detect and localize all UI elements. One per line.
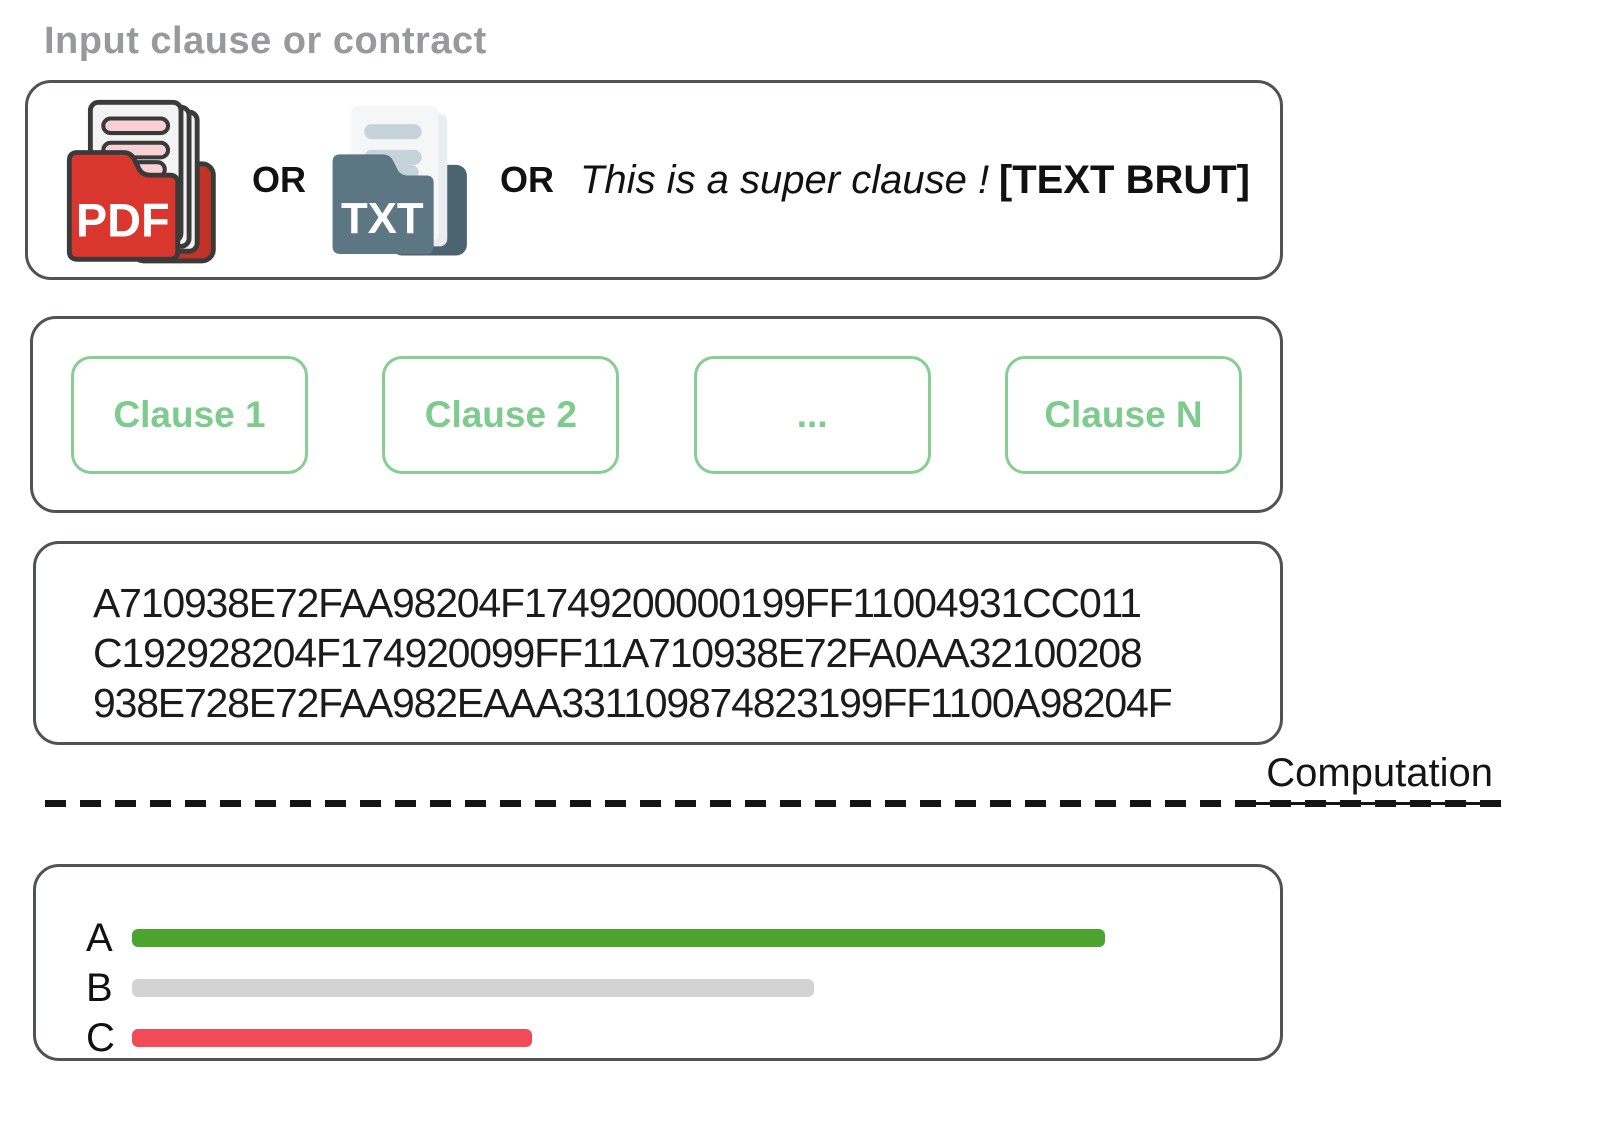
pdf-file-icon: PDF xyxy=(66,99,216,264)
result-row-c: C xyxy=(36,1013,1280,1063)
txt-file-icon: TXT xyxy=(332,106,467,256)
result-bar-track-c xyxy=(132,1029,1244,1047)
result-bar-a xyxy=(132,929,1105,947)
txt-icon-label: TXT xyxy=(341,194,424,243)
raw-text-tag: [TEXT BRUT] xyxy=(998,157,1250,202)
result-bar-track-b xyxy=(132,979,1244,997)
result-bar-c xyxy=(132,1029,533,1047)
clause-chip-n: Clause N xyxy=(1004,355,1242,474)
hex-line-2: C192928204F174920099FF11A710938E72FA0AA3… xyxy=(93,630,1143,676)
input-panel: PDF OR TXT OR This is a super clause ! [… xyxy=(25,80,1283,280)
page-title: Input clause or contract xyxy=(44,20,487,62)
result-row-b: B xyxy=(36,963,1280,1013)
or-separator-2: OR xyxy=(500,159,554,200)
clause-chip-ellipsis: ... xyxy=(693,355,931,474)
hex-line-3: 938E728E72FAA982EAAA331109874823199FF110… xyxy=(93,680,1173,726)
computation-divider-line xyxy=(45,800,1503,807)
clauses-panel: Clause 1 Clause 2 ... Clause N xyxy=(30,316,1283,513)
clause-chip-2-label: Clause 2 xyxy=(424,393,577,435)
result-row-c-label: C xyxy=(86,1015,115,1060)
result-row-b-label: B xyxy=(86,965,113,1010)
result-bar-track-a xyxy=(132,929,1244,947)
clause-chip-1: Clause 1 xyxy=(71,355,308,474)
encoding-panel: A710938E72FAA98204F1749200000199FF110049… xyxy=(33,541,1283,745)
hex-line-1: A710938E72FAA98204F1749200000199FF110049… xyxy=(93,580,1142,626)
clause-chip-1-label: Clause 1 xyxy=(113,393,266,435)
free-text-example: This is a super clause ! xyxy=(580,157,990,202)
computation-label: Computation xyxy=(1250,751,1497,805)
clause-chip-ellipsis-label: ... xyxy=(796,393,828,435)
or-separator-1: OR xyxy=(252,159,306,200)
clause-chip-n-label: Clause N xyxy=(1044,393,1203,435)
pdf-icon-label: PDF xyxy=(76,195,170,247)
results-panel: A B C xyxy=(33,864,1283,1061)
result-row-a-label: A xyxy=(86,915,113,960)
result-bar-b xyxy=(132,979,814,997)
clause-chip-2: Clause 2 xyxy=(382,355,620,474)
result-row-a: A xyxy=(36,913,1280,963)
